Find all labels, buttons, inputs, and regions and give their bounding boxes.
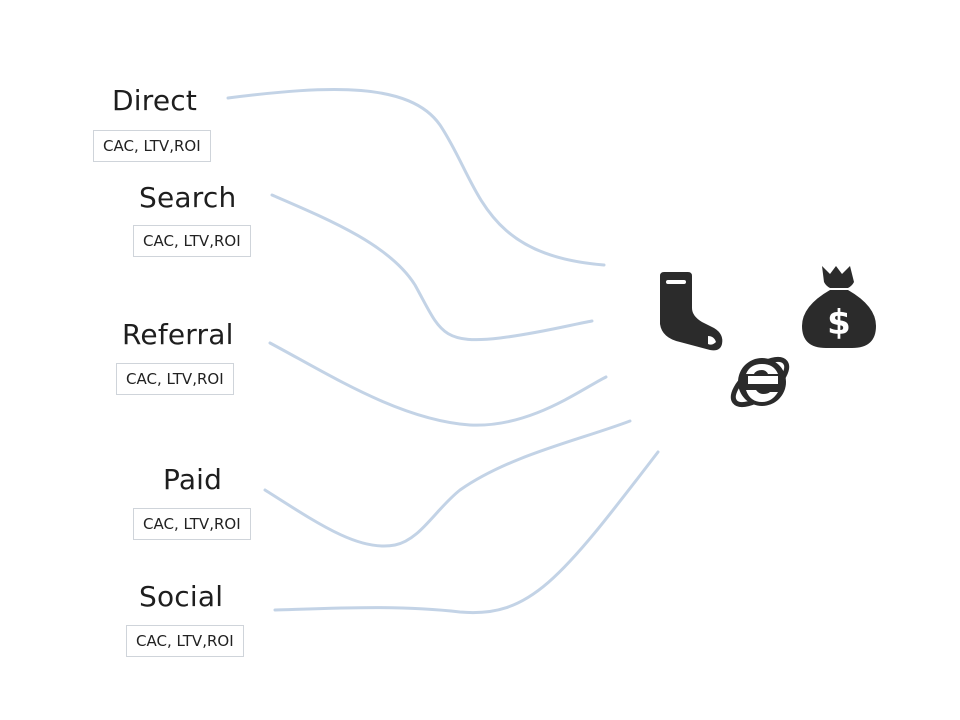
channel-label-referral: Referral <box>122 318 234 351</box>
connector-search <box>270 193 594 342</box>
connector-paid <box>263 419 632 548</box>
sock-icon <box>660 272 723 351</box>
metrics-box-search: CAC, LTV,ROI <box>133 225 251 257</box>
channel-label-social: Social <box>139 580 224 613</box>
connector-referral <box>268 341 608 427</box>
channel-label-paid: Paid <box>163 463 223 496</box>
connector-social <box>273 450 660 615</box>
metrics-box-direct: CAC, LTV,ROI <box>93 130 211 162</box>
channel-label-search: Search <box>139 181 237 214</box>
metrics-box-social: CAC, LTV,ROI <box>126 625 244 657</box>
channel-label-direct: Direct <box>112 84 198 117</box>
connector-direct <box>226 87 606 267</box>
metrics-box-paid: CAC, LTV,ROI <box>133 508 251 540</box>
metrics-box-referral: CAC, LTV,ROI <box>116 363 234 395</box>
internet-explorer-icon <box>730 356 790 408</box>
money-bag-icon: $ <box>802 266 876 348</box>
svg-text:$: $ <box>827 303 851 343</box>
